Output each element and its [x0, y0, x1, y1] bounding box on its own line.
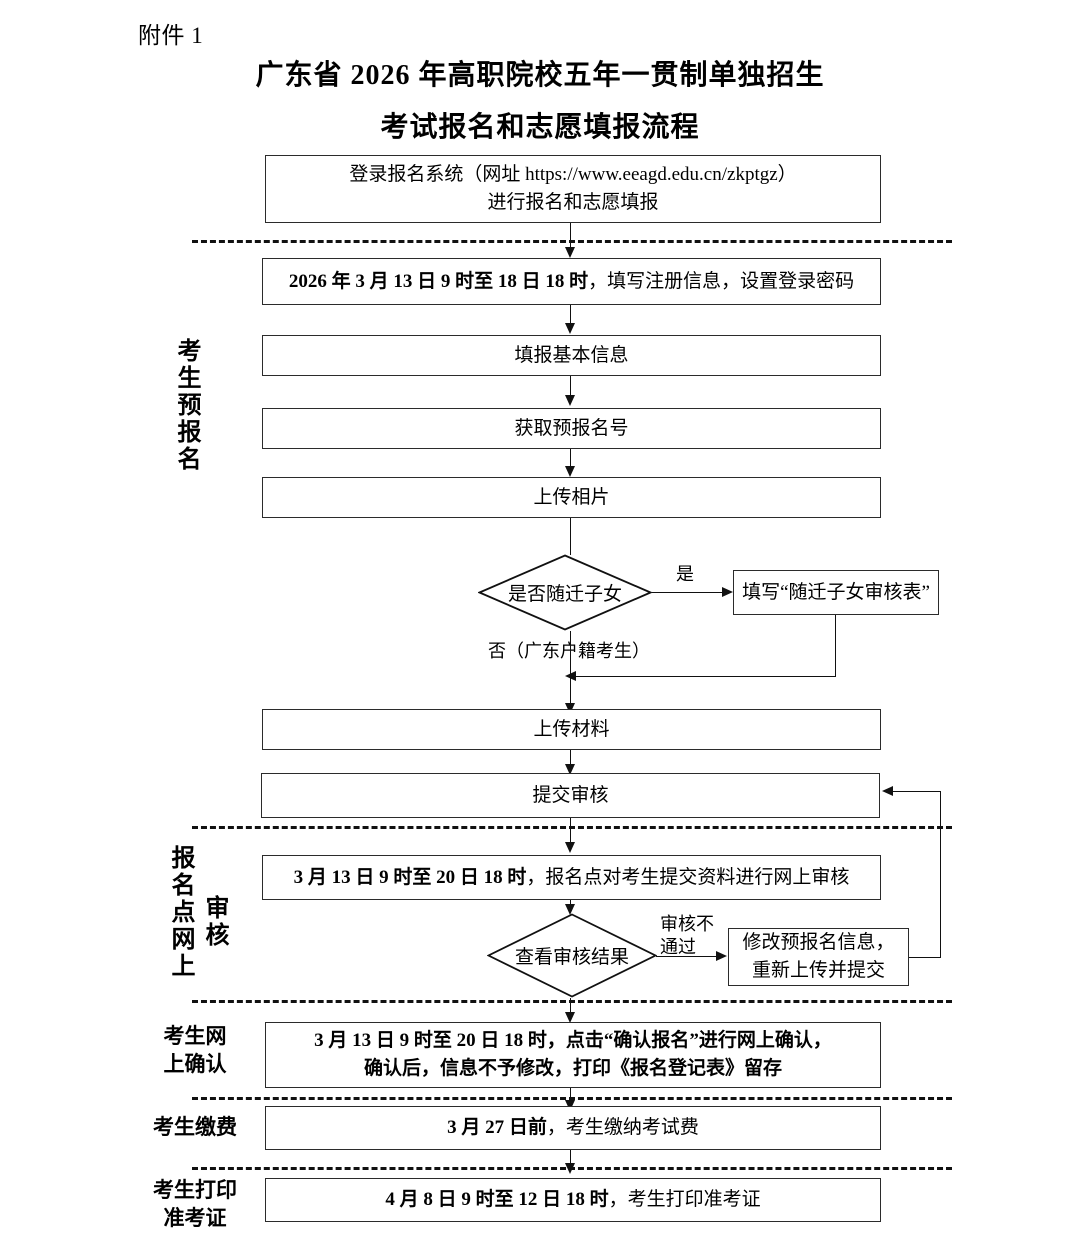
node-register-bold: 2026 年 3 月 13 日 9 时至 18 日 18 时 [288, 270, 589, 292]
node-register-rest: ，填写注册信息，设置登录密码 [588, 270, 855, 292]
node-decision-migrant-label: 是否随迁子女 [507, 584, 622, 605]
node-upload-photo-label: 上传相片 [533, 486, 610, 508]
node-decision-result-label: 查看审核结果 [514, 947, 629, 968]
connector-number-to-photo [570, 449, 571, 467]
node-get-number-label: 获取预报名号 [514, 417, 629, 439]
node-basic-info-label: 填报基本信息 [514, 344, 629, 366]
edge-label-yes: 是 [676, 564, 694, 584]
section-label-payment: 考生缴费 [153, 1115, 237, 1139]
connector-pay-to-print [570, 1150, 571, 1164]
section-separator-2 [192, 826, 952, 829]
node-upload-material: 上传材料 [262, 709, 881, 750]
connector-submit-to-site-review [570, 818, 571, 844]
node-print-ticket-rest: ，考生打印准考证 [608, 1189, 761, 1211]
connector-decision-no-down [570, 631, 571, 707]
arrow-number-to-photo [565, 466, 575, 477]
arrow-merge-into-trunk [565, 671, 576, 681]
node-migrant-form: 填写“随迁子女审核表” [733, 570, 939, 615]
edge-label-fail-line1: 审核不 [660, 914, 714, 934]
node-print-ticket: 4 月 8 日 9 时至 12 日 18 时，考生打印准考证 [265, 1178, 881, 1222]
arrow-decision-to-modify [716, 951, 727, 961]
node-upload-photo: 上传相片 [262, 477, 881, 518]
node-login-line1: 登录报名系统（网址 https://www.eeagd.edu.cn/zkptg… [349, 164, 797, 186]
arrow-login-to-register [565, 247, 575, 258]
node-payment: 3 月 27 日前，考生缴纳考试费 [265, 1106, 881, 1150]
arrow-basic-to-number [565, 395, 575, 406]
node-site-review-rest: ，报名点对考生提交资料进行网上审核 [526, 866, 850, 888]
edge-label-no: 否（广东户籍考生） [488, 641, 650, 661]
section-label-online-confirm-line2: 上确认 [163, 1052, 227, 1077]
node-online-confirm: 3 月 13 日 9 时至 20 日 18 时，点击“确认报名”进行网上确认， … [265, 1022, 881, 1088]
connector-confirm-to-pay [570, 1088, 571, 1102]
connector-migrant-form-down [835, 615, 836, 677]
arrow-decision-to-migrant-form [722, 587, 733, 597]
section-label-online-confirm: 考生网 上确认 [140, 1022, 250, 1079]
connector-decision-to-migrant-form [652, 592, 725, 593]
node-site-review-bold: 3 月 13 日 9 时至 20 日 18 时 [293, 866, 527, 888]
node-site-review: 3 月 13 日 9 时至 20 日 18 时，报名点对考生提交资料进行网上审核 [262, 855, 881, 900]
page-title-line2: 考试报名和志愿填报流程 [380, 112, 700, 143]
connector-register-to-basic [570, 305, 571, 325]
node-basic-info: 填报基本信息 [262, 335, 881, 376]
section-label-print-line1: 考生打印 [153, 1178, 237, 1202]
arrow-loop-back-into-submit [882, 786, 893, 796]
node-payment-rest: ，考生缴纳考试费 [546, 1117, 699, 1139]
section-label-print: 考生打印 准考证 [140, 1176, 250, 1233]
node-confirm-line2: 确认后，信息不予修改，打印《报名登记表》留存 [363, 1058, 782, 1079]
connector-basic-to-number [570, 376, 571, 396]
node-modify: 修改预报名信息， 重新上传并提交 [728, 928, 909, 986]
page-title-line1: 广东省 2026 年高职院校五年一贯制单独招生 [255, 60, 825, 91]
section-separator-1 [192, 240, 952, 243]
node-decision-result: 查看审核结果 [487, 913, 657, 998]
node-modify-line2: 重新上传并提交 [751, 960, 885, 981]
section-separator-3 [192, 1000, 952, 1003]
arrow-confirm-to-pay [565, 1100, 575, 1111]
loop-back-bottom [908, 957, 941, 958]
arrow-site-review-to-decision [565, 904, 575, 915]
attachment-label: 附件 1 [138, 23, 204, 48]
connector-photo-to-decision [570, 518, 571, 555]
section-label-site-review-col2: 审核 [201, 895, 227, 949]
arrow-decision-to-confirm [565, 1012, 575, 1023]
node-print-ticket-bold: 4 月 8 日 9 时至 12 日 18 时 [385, 1189, 609, 1211]
connector-migrant-form-left [572, 676, 836, 677]
node-login-line2: 进行报名和志愿填报 [487, 192, 659, 213]
node-migrant-form-label: 填写“随迁子女审核表” [742, 581, 930, 603]
arrow-submit-to-site-review [565, 842, 575, 853]
node-submit-review-label: 提交审核 [532, 784, 609, 806]
node-register: 2026 年 3 月 13 日 9 时至 18 日 18 时，填写注册信息，设置… [262, 258, 881, 305]
node-confirm-rest1: ，点击“确认报名”进行网上确认， [546, 1030, 832, 1052]
node-confirm-bold: 3 月 13 日 9 时至 20 日 18 时 [314, 1030, 547, 1052]
section-separator-4 [192, 1097, 952, 1100]
node-get-number: 获取预报名号 [262, 408, 881, 449]
node-login: 登录报名系统（网址 https://www.eeagd.edu.cn/zkptg… [265, 155, 881, 223]
connector-material-to-submit [570, 750, 571, 766]
section-label-pre-register: 考生预报名 [173, 338, 199, 473]
edge-label-fail-line2: 通过 [660, 937, 696, 958]
edge-label-fail: 审核不 通过 [660, 913, 714, 960]
loop-back-top [893, 791, 941, 792]
arrow-trunk-to-upload-material [565, 703, 575, 714]
node-submit-review: 提交审核 [261, 773, 880, 818]
section-label-online-confirm-line1: 考生网 [163, 1024, 227, 1048]
node-payment-bold: 3 月 27 日前 [447, 1117, 547, 1139]
section-label-print-line2: 准考证 [163, 1206, 227, 1231]
arrow-material-to-submit [565, 764, 575, 775]
node-decision-migrant: 是否随迁子女 [478, 554, 652, 631]
connector-decision-pass-down [570, 998, 571, 1015]
arrow-register-to-basic [565, 323, 575, 334]
arrow-pay-to-print [565, 1163, 575, 1174]
loop-back-right [940, 791, 941, 958]
connector-decision-to-modify [656, 956, 719, 957]
node-modify-line1: 修改预报名信息， [742, 932, 895, 954]
connector-login-to-register [570, 223, 571, 249]
section-label-site-review-col1: 报名点网上 [167, 845, 193, 980]
node-upload-material-label: 上传材料 [533, 718, 610, 740]
